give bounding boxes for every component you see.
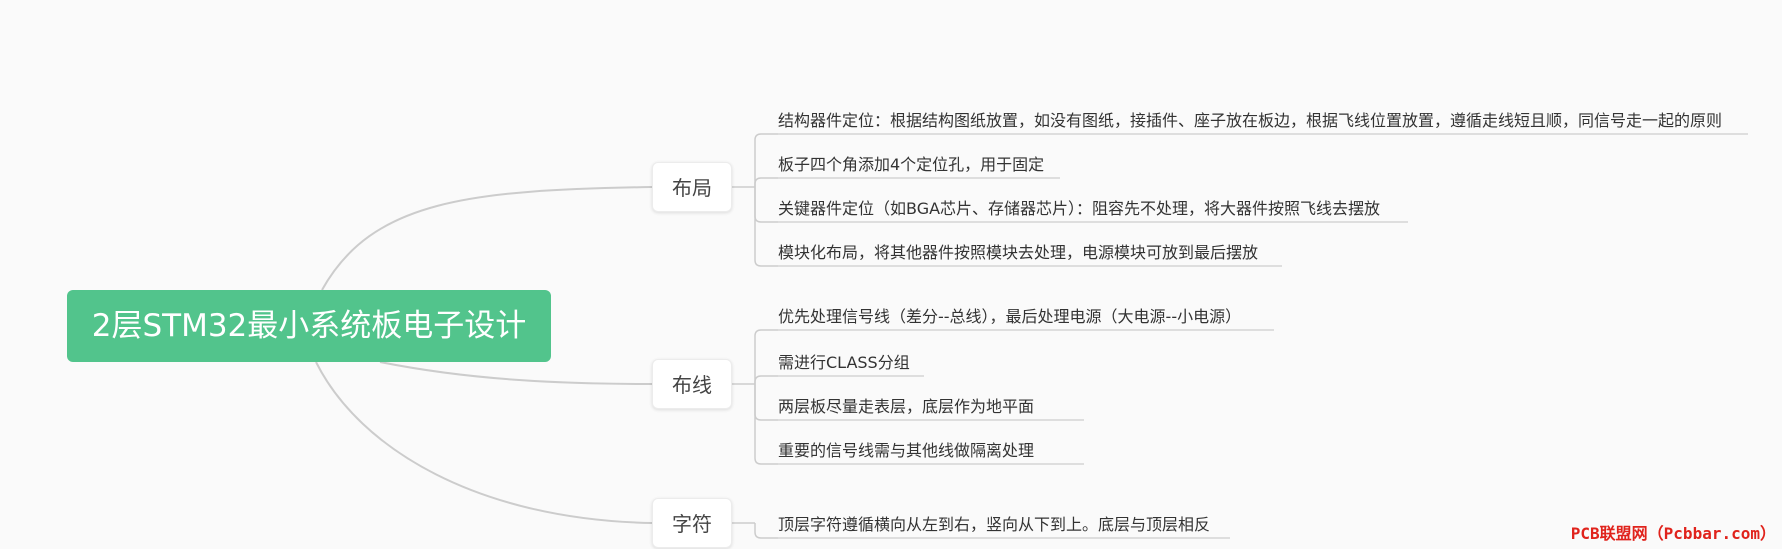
connector-branch-to-leaf xyxy=(754,187,778,267)
connector-root-to-silkscreen xyxy=(315,361,653,524)
branch-topic-silkscreen[interactable]: 字符 xyxy=(652,498,732,548)
connector-branch-to-leaf xyxy=(754,177,778,187)
leaf-topic[interactable]: 优先处理信号线（差分--总线），最后处理电源（大电源--小电源） xyxy=(778,307,1242,326)
leaf-topic[interactable]: 需进行CLASS分组 xyxy=(778,353,910,372)
root-topic[interactable]: 2层STM32最小系统板电子设计 xyxy=(67,290,551,362)
leaf-topic[interactable]: 关键器件定位（如BGA芯片、存储器芯片）：阻容先不处理，将大器件按照飞线去摆放 xyxy=(778,199,1381,218)
connector-root-to-layout xyxy=(321,186,653,291)
leaf-topic[interactable]: 模块化布局，将其他器件按照模块去处理，电源模块可放到最后摆放 xyxy=(778,243,1259,262)
connector-branch-to-leaf xyxy=(754,329,778,384)
leaf-topic[interactable]: 顶层字符遵循横向从左到右，竖向从下到上。底层与顶层相反 xyxy=(778,515,1211,534)
connector-branch-to-leaf xyxy=(754,375,778,384)
leaf-topic[interactable]: 结构器件定位：根据结构图纸放置，如没有图纸，接插件、座子放在板边，根据飞线位置放… xyxy=(778,111,1723,130)
connector-branch-to-leaf xyxy=(754,523,778,539)
connector-branch-to-leaf xyxy=(754,133,778,187)
connector-branch-to-leaf xyxy=(754,187,778,223)
branch-topic-routing[interactable]: 布线 xyxy=(652,359,732,409)
leaf-topic[interactable]: 板子四个角添加4个定位孔，用于固定 xyxy=(778,155,1045,174)
branch-topic-layout[interactable]: 布局 xyxy=(652,162,732,212)
leaf-topic[interactable]: 重要的信号线需与其他线做隔离处理 xyxy=(778,441,1035,460)
connector-branch-to-leaf xyxy=(754,384,778,421)
leaf-topic[interactable]: 两层板尽量走表层，底层作为地平面 xyxy=(778,397,1035,416)
watermark: PCB联盟网（Pcbbar.com） xyxy=(1570,524,1776,543)
connector-branch-to-leaf xyxy=(754,384,778,465)
connector-root-to-routing xyxy=(379,361,653,385)
